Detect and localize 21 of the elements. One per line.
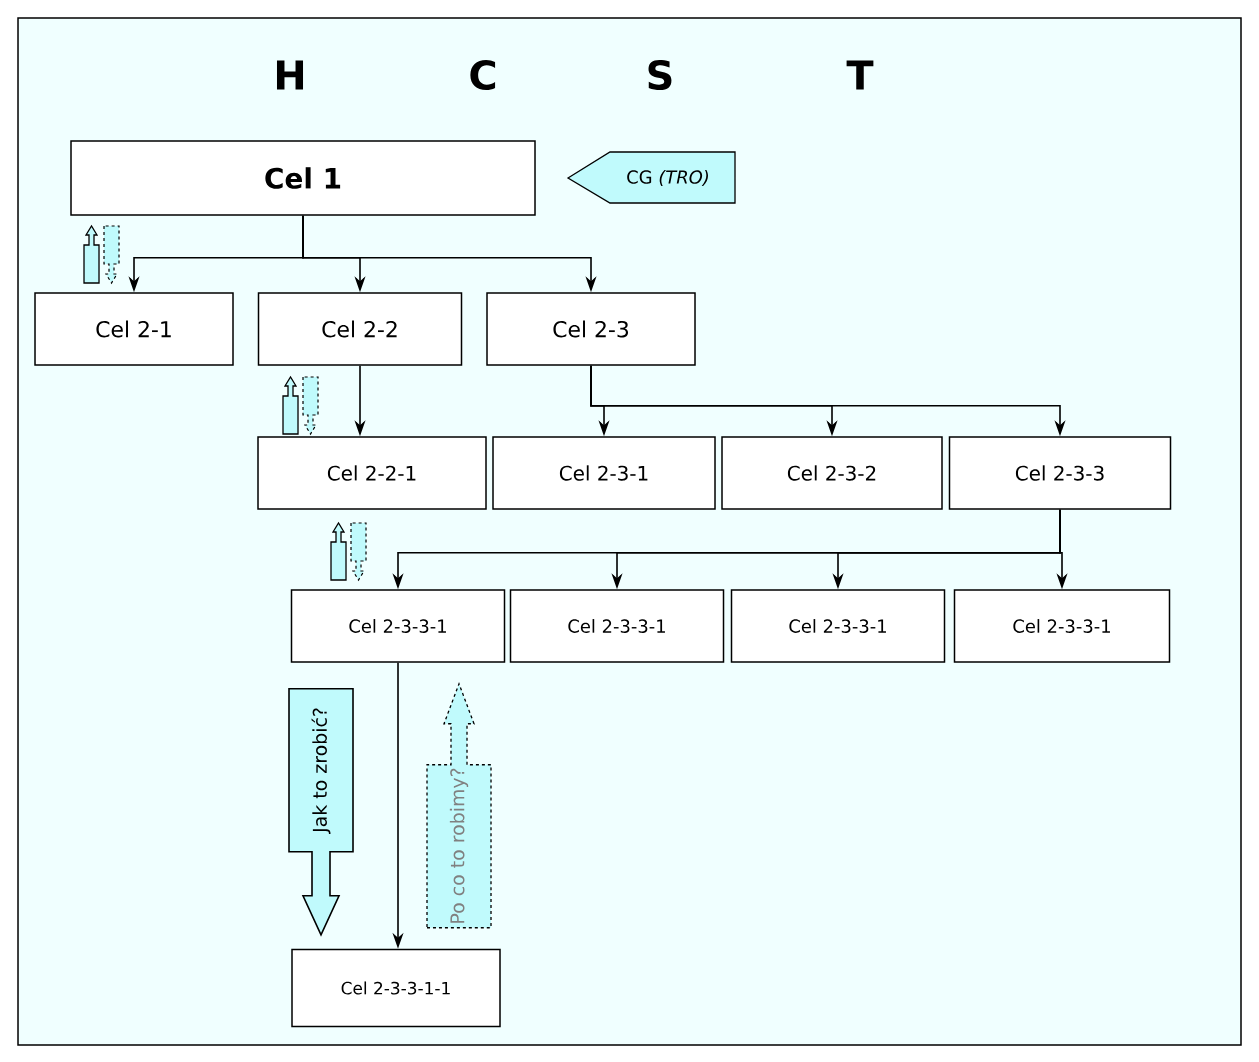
goal-box: Cel 2-3-3 [948,436,1172,510]
goal-box: Cel 2-3-1 [492,436,716,510]
goal-box: Cel 1 [70,140,536,216]
block-arrow [288,687,354,937]
goal-box: Cel 2-3-3-1-1 [291,948,501,1028]
goal-box: Cel 2-3-3-1 [730,589,946,663]
heading-letter: C [470,59,496,91]
goal-box: Cel 2-2-1 [257,436,487,510]
goal-box: Cel 2-3-3-1 [953,589,1171,663]
edge-label: Po co to robimy? [449,768,469,923]
heading-letter: T [846,60,874,90]
goal-box: Cel 2-1 [34,292,234,366]
goal-box: Cel 2-3-3-1 [509,589,725,663]
goal-box: Cel 2-3-2 [721,436,943,510]
block-arrow [426,681,492,929]
goal-box: Cel 2-3 [486,292,696,366]
heading-letter: H [277,60,303,90]
edge-label: Jak to zrobić? [311,708,331,834]
goal-box: Cel 2-3-3-1 [290,589,506,663]
heading-letter: S [648,59,672,91]
goal-box: Cel 2-2 [257,292,463,366]
